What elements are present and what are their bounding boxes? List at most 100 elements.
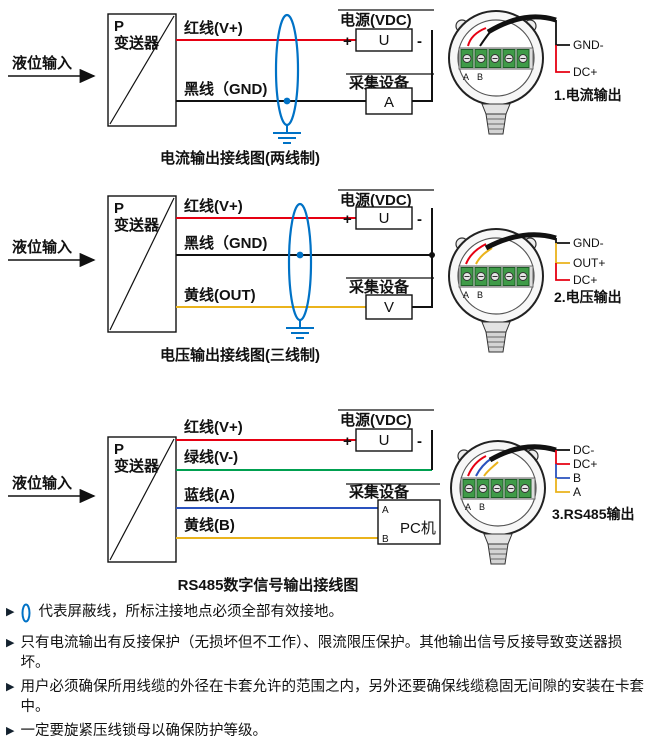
transmitter-head-3 [450,440,546,565]
minus-sign: - [417,33,422,50]
note-text: 只有电流输出有反接保护（无损坏但不工作）、限流限压保护。其他输出信号反接导致变送… [20,634,623,672]
head-red-lead [465,243,487,265]
return-wire [412,30,433,102]
pin-wire-a [555,478,570,493]
pin-wire-out [555,243,570,264]
pin-label-dc-minus: DC- [573,443,594,457]
voltmeter-label: V [384,299,394,316]
input-label: 液位输入 [12,54,72,72]
diagram-voltage-output: 液位输入 P 变送器 红线(V+) 黑线（GND) 黄线(OUT) 电源(VDC… [8,189,622,364]
output-type-label: 3.RS485输出 [552,506,634,522]
plus-sign: + [343,433,352,450]
head-red-lead [467,455,487,477]
power-u-box [355,428,413,452]
pin-label-b: B [573,471,581,485]
note-lock-nut: ▶ 一定要旋紧压线锁母以确保防护等级。 [6,721,646,736]
caption-current-output: 电流输出接线图(两线制) [160,149,320,167]
pin-label-a: A [573,485,581,499]
power-title: 电源(VDC) [340,11,412,29]
pin-label-out: OUT+ [573,256,605,270]
collector-title: 采集设备 [348,483,410,501]
yellow-wire-label: 黄线(B) [184,516,235,534]
note-cable-diameter: ▶ 用户必须确保所用线缆的外径在卡套允许的范围之内，另外还要确保线缆稳固无间隙的… [6,677,646,718]
head-yellow-lead [483,461,499,477]
power-u-box [355,206,413,230]
transmitter-name-label: 变送器 [114,216,160,234]
red-wire-label: 红线(V+) [184,19,243,37]
transmitter-name-label: 变送器 [114,457,160,475]
red-wire-label: 红线(V+) [184,197,243,215]
cable [486,14,557,35]
pin-wire-dc [555,263,570,281]
pc-port-b-label: B [382,534,389,545]
plus-sign: + [343,211,352,228]
transmitter-p-label: P [114,200,124,217]
output-type-label: 2.电压输出 [554,289,622,305]
note-text: 一定要旋紧压线锁母以确保防护等级。 [20,722,267,736]
red-wire-label: 红线(V+) [184,418,243,436]
note-bullet-icon: ▶ [6,680,15,693]
pin-wire-b [555,464,570,479]
transmitter-p-label: P [114,441,124,458]
caption-voltage-output: 电压输出接线图(三线制) [160,346,320,364]
transmitter-name-label: 变送器 [114,34,160,52]
collector-title: 采集设备 [348,278,410,296]
yellow-wire-label: 黄线(OUT) [184,286,256,304]
shield-ellipse [274,13,300,127]
ground-symbol [286,320,314,339]
voltmeter-box [365,294,413,320]
pc-port-a-label: A [382,505,389,516]
pc-label: PC机 [400,520,436,537]
pin-label-dc: DC+ [573,65,597,79]
note-text: 用户必须确保所用线缆的外径在卡套允许的范围之内，另外还要确保线缆稳固无间隙的安装… [20,678,644,716]
blue-wire-label: 蓝线(A) [184,486,235,504]
minus-sign: - [417,433,422,450]
head-red-lead [467,27,487,47]
head-yellow-lead [475,247,493,265]
pin-wire-dc-plus [555,450,570,465]
shield-junction-dot [296,251,304,259]
input-label: 液位输入 [12,474,72,492]
cable [484,232,557,251]
pin-wire-gnd [555,20,570,46]
pin-label-gnd: GND- [573,236,604,250]
power-u-label: U [379,432,390,449]
diagram-rs485-output: 液位输入 P 变送器 红线(V+) 绿线(V-) 蓝线(A) 黄线(B) 电源(… [8,409,634,594]
wiring-diagrams-svg: A B 液位输入 P 变送器 红线(V+) 黑线（GND) 电源(VDC) [8,9,634,594]
black-wire-label: 黑线（GND) [184,80,267,98]
caption-rs485-output: RS485数字信号输出接线图 [178,576,359,594]
diagram-current-output: 液位输入 P 变送器 红线(V+) 黑线（GND) 电源(VDC) + U - … [8,9,622,167]
transmitter-diagonal [109,197,175,331]
pin-label-gnd: GND- [573,38,604,52]
pin-wire-dc [555,45,570,73]
power-u-box [355,28,413,52]
minus-sign: - [417,211,422,228]
transmitter-p-label: P [114,18,124,35]
power-title: 电源(VDC) [340,191,412,209]
pin-wire-gnd [555,238,570,244]
note-bullet-icon: ▶ [6,724,15,736]
note-shield: ▶ 代表屏蔽线，所标注接地点必须全部有效接地。 [6,602,646,630]
transmitter-head-2 [448,228,544,353]
shield-line-icon [20,602,32,630]
note-bullet-icon: ▶ [6,636,15,649]
junction-dot [429,252,435,258]
ammeter-box [365,87,413,115]
note-reverse-protection: ▶ 只有电流输出有反接保护（无损坏但不工作）、限流限压保护。其他输出信号反接导致… [6,633,646,674]
shield-junction-dot [283,97,291,105]
pc-box [377,499,441,545]
cable [488,444,557,463]
output-type-label: 1.电流输出 [554,87,622,103]
plus-sign: + [343,33,352,50]
green-wire-label: 绿线(V-) [184,448,238,466]
pin-label-dc: DC+ [573,273,597,287]
power-u-label: U [379,32,390,49]
shield-ellipse [287,202,313,322]
pin-label-dc-plus: DC+ [573,457,597,471]
input-label: 液位输入 [12,238,72,256]
power-title: 电源(VDC) [340,411,412,429]
power-u-label: U [379,210,390,227]
ground-symbol [273,125,301,144]
transmitter-diagonal [109,438,175,561]
